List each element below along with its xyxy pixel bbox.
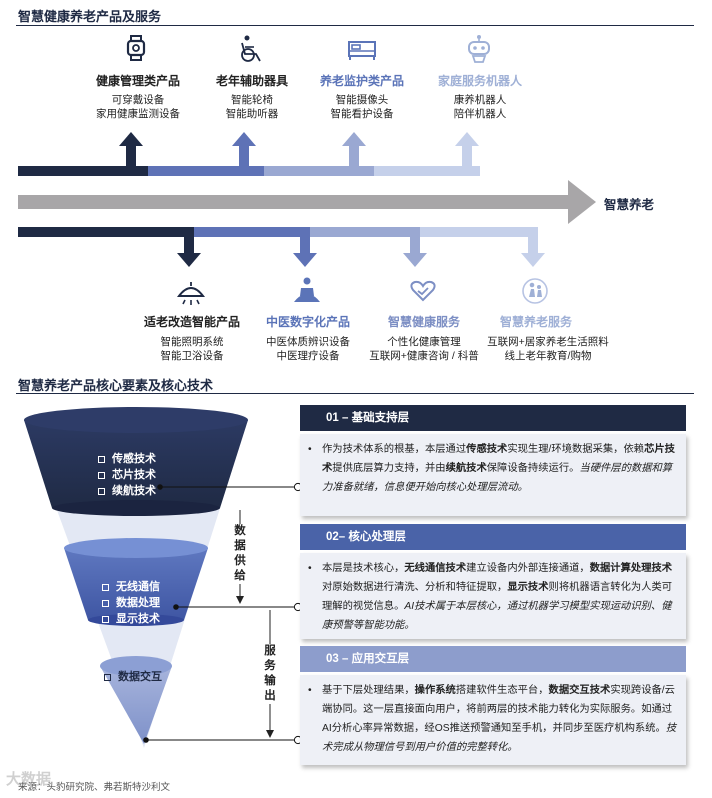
flow-diagram bbox=[18, 132, 596, 267]
checkbox-icon bbox=[98, 455, 105, 463]
arrow-label-service-output: 服务输出 bbox=[263, 644, 277, 704]
category-title-health-management: 健康管理类产品 bbox=[95, 74, 181, 88]
source-note: 来源：头豹研究院、弗若斯特沙利文 bbox=[18, 782, 171, 793]
checkbox-icon bbox=[104, 673, 111, 681]
category-title-service-robots: 家庭服务机器人 bbox=[437, 74, 523, 88]
flow-arrow-bottom-1 bbox=[18, 227, 201, 267]
funnel-item-data-processing: 数据处理 bbox=[102, 594, 160, 610]
panel-text: 基于下层处理结果，操作系统搭建软件生态平台，数据交互技术实现跨设备/云端协同。这… bbox=[322, 685, 677, 753]
category-item: 线上老年教育/购物 bbox=[504, 350, 592, 362]
category-item: 智能摄像头 bbox=[335, 94, 389, 106]
section-divider bbox=[16, 25, 694, 26]
smartwatch-icon bbox=[126, 35, 146, 61]
category-item: 陪伴机器人 bbox=[453, 108, 507, 120]
flow-arrow-top-1 bbox=[18, 132, 148, 176]
section-divider bbox=[16, 393, 694, 394]
category-item: 智能轮椅 bbox=[231, 94, 273, 106]
checkbox-icon bbox=[102, 599, 109, 607]
checkbox-icon bbox=[98, 487, 105, 495]
category-item: 智能卫浴设备 bbox=[160, 350, 224, 362]
center-label: 智慧养老 bbox=[604, 198, 655, 212]
category-title-elderly-services: 智慧养老服务 bbox=[499, 315, 573, 329]
category-item: 互联网+居家养老生活照料 bbox=[487, 336, 609, 348]
section-title-core-tech: 智慧养老产品核心要素及核心技术 bbox=[18, 378, 214, 393]
panel-text: 本层是技术核心，无线通信技术建立设备内外部连接通道，数据计算处理技术对原始数据进… bbox=[322, 563, 673, 631]
category-item: 家用健康监测设备 bbox=[96, 108, 180, 120]
funnel-item-battery: 续航技术 bbox=[98, 482, 156, 498]
funnel-item-sensing: 传感技术 bbox=[98, 450, 156, 466]
funnel-diagram bbox=[24, 407, 303, 748]
bullet-icon: • bbox=[308, 444, 312, 455]
bullet-icon: • bbox=[308, 563, 312, 574]
lamp-icon bbox=[176, 282, 206, 305]
category-item: 个性化健康管理 bbox=[387, 336, 461, 348]
checkbox-icon bbox=[98, 471, 105, 479]
funnel-item-display: 显示技术 bbox=[102, 610, 160, 626]
wheelchair-icon bbox=[241, 35, 261, 62]
category-item: 可穿戴设备 bbox=[111, 94, 165, 106]
category-item: 智能助听器 bbox=[225, 108, 279, 120]
heart-hands-icon bbox=[410, 280, 436, 302]
category-item: 中医体质辨识设备 bbox=[266, 336, 350, 348]
elder-care-icon bbox=[522, 278, 548, 304]
panel-body-core-processing: • 本层是技术核心，无线通信技术建立设备内外部连接通道，数据计算处理技术对原始数… bbox=[300, 553, 686, 639]
category-title-tcm-digital: 中医数字化产品 bbox=[265, 315, 351, 329]
funnel-item-chip: 芯片技术 bbox=[98, 466, 156, 482]
category-item: 智能照明系统 bbox=[160, 336, 224, 348]
category-title-assistive-devices: 老年辅助器具 bbox=[215, 74, 289, 88]
category-title-health-services: 智慧健康服务 bbox=[387, 315, 461, 329]
category-item: 康养机器人 bbox=[453, 94, 507, 106]
arrow-label-data-supply: 数据供给 bbox=[233, 524, 247, 584]
funnel-item-data-interaction: 数据交互 bbox=[104, 668, 162, 684]
panel-title-core-processing: 02– 核心处理层 bbox=[300, 524, 686, 550]
panel-body-application: • 基于下层处理结果，操作系统搭建软件生态平台，数据交互技术实现跨设备/云端协同… bbox=[300, 675, 686, 765]
funnel-item-wireless: 无线通信 bbox=[102, 578, 160, 594]
panel-text: 作为技术体系的根基，本层通过传感技术实现生理/环境数据采集，依赖芯片技术提供底层… bbox=[322, 444, 675, 493]
robot-icon bbox=[468, 35, 490, 63]
category-item: 智能看护设备 bbox=[330, 108, 394, 120]
category-item: 中医理疗设备 bbox=[276, 350, 340, 362]
panel-title-foundation: 01 – 基础支持层 bbox=[300, 405, 686, 431]
checkbox-icon bbox=[102, 583, 109, 591]
section-title-products: 智慧健康养老产品及服务 bbox=[18, 9, 162, 24]
bed-icon bbox=[348, 41, 376, 60]
category-title-monitoring-products: 养老监护类产品 bbox=[319, 74, 405, 88]
panel-body-foundation: • 作为技术体系的根基，本层通过传感技术实现生理/环境数据采集，依赖芯片技术提供… bbox=[300, 434, 686, 516]
checkbox-icon bbox=[102, 615, 109, 623]
panel-title-application: 03 – 应用交互层 bbox=[300, 646, 686, 672]
main-flow-arrow bbox=[18, 180, 596, 224]
meditation-icon bbox=[294, 277, 320, 302]
category-title-aging-renovation: 适老改造智能产品 bbox=[143, 315, 241, 329]
watermark: 大数据 bbox=[6, 771, 52, 788]
bullet-icon: • bbox=[308, 685, 312, 696]
category-item: 互联网+健康咨询 / 科普 bbox=[369, 350, 479, 362]
